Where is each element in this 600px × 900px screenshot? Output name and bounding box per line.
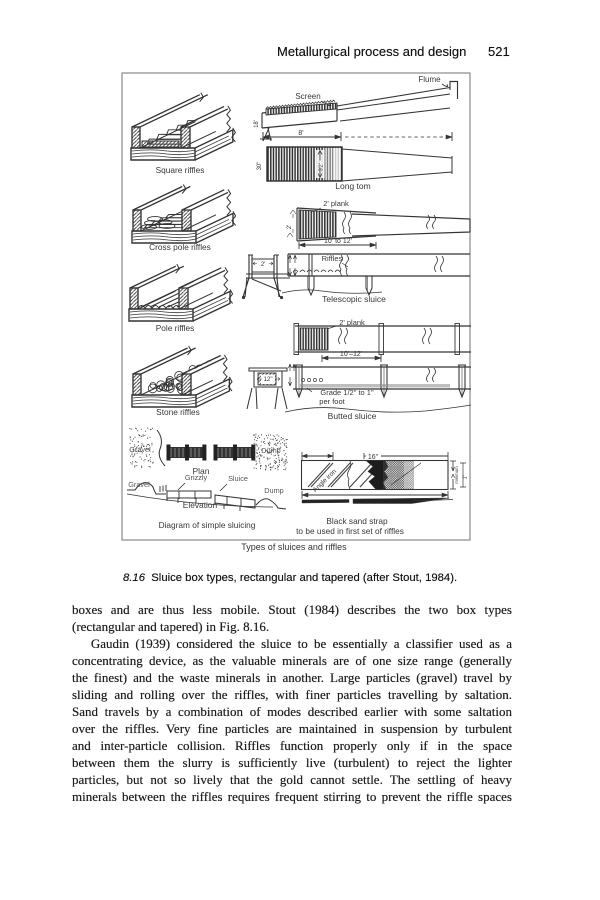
svg-text:1": 1" [463, 475, 469, 480]
svg-text:2' plank: 2' plank [323, 199, 349, 208]
svg-text:Square riffles: Square riffles [156, 165, 205, 175]
svg-text:Screen: Screen [295, 92, 320, 101]
svg-text:Stone riffles: Stone riffles [156, 407, 200, 417]
svg-text:Black sand strap: Black sand strap [326, 516, 388, 526]
svg-text:2' plank: 2' plank [339, 318, 365, 327]
svg-text:Elevation: Elevation [183, 500, 218, 510]
svg-text:Butted sluice: Butted sluice [328, 411, 377, 421]
svg-text:2': 2' [261, 261, 266, 268]
svg-text:Long tom: Long tom [335, 181, 370, 191]
svg-text:Dump: Dump [264, 486, 283, 495]
svg-text:Grade 1/2" to 1": Grade 1/2" to 1" [320, 388, 374, 397]
svg-text:30": 30" [257, 162, 263, 171]
svg-text:minimum: minimum [454, 466, 459, 484]
svg-text:3′2″: 3′2″ [319, 163, 325, 172]
svg-text:Riffles: Riffles [322, 254, 343, 263]
svg-text:to be used in first set of rif: to be used in first set of riffles [296, 526, 404, 536]
svg-text:Pole riffles: Pole riffles [156, 323, 195, 333]
svg-text:Sluice: Sluice [228, 474, 248, 483]
svg-text:18': 18' [254, 120, 260, 128]
svg-text:Flume: Flume [418, 75, 441, 84]
svg-text:per foot: per foot [319, 397, 345, 406]
svg-text:Cross pole riffles: Cross pole riffles [149, 242, 211, 252]
svg-text:Types of sluices and riffles: Types of sluices and riffles [241, 542, 347, 552]
svg-text:12": 12" [263, 376, 272, 383]
svg-text:Telescopic sluice: Telescopic sluice [322, 294, 386, 304]
svg-text:16": 16" [368, 454, 379, 461]
svg-text:Grizzly: Grizzly [185, 473, 208, 482]
svg-text:Dump: Dump [261, 446, 280, 455]
svg-text:Plan: Plan [192, 466, 209, 476]
svg-text:10' to 12': 10' to 12' [324, 238, 352, 245]
svg-text:8': 8' [298, 130, 303, 137]
svg-text:Gravel: Gravel [129, 445, 151, 454]
svg-text:10'–12': 10'–12' [340, 351, 362, 358]
svg-text:Diagram of simple sluicing: Diagram of simple sluicing [159, 520, 256, 530]
svg-text:2': 2' [287, 225, 293, 229]
svg-text:Gravel: Gravel [128, 480, 150, 489]
